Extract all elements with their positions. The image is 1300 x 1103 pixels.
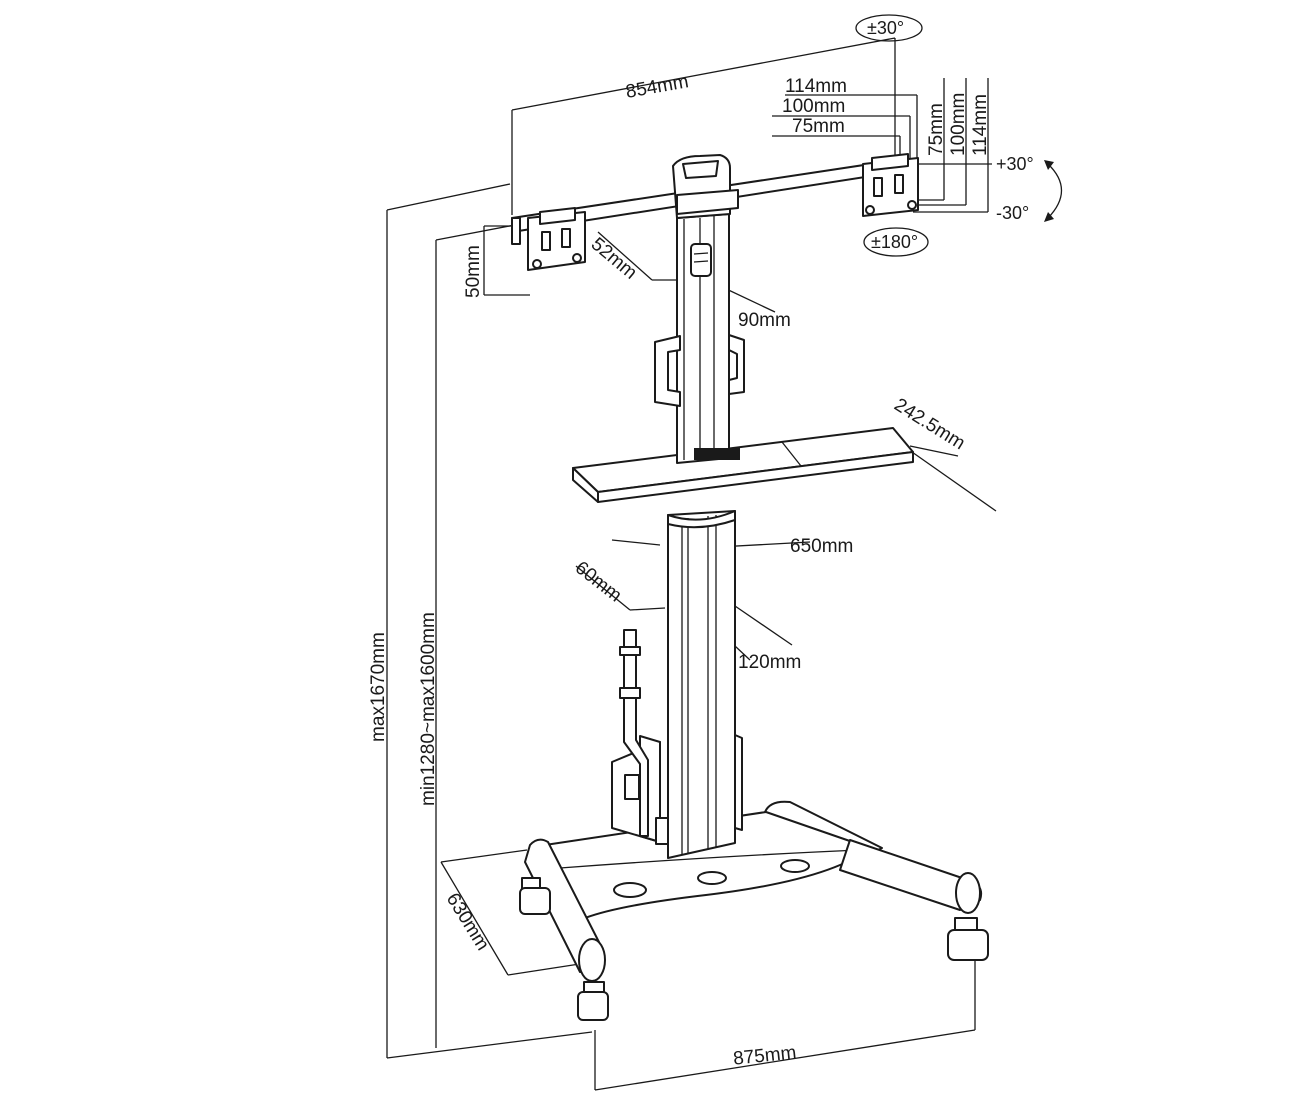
label-bar-width: 854mm [624, 71, 690, 103]
angle-indicators [855, 14, 1062, 257]
upper-pole [654, 213, 745, 464]
label-vesa-114-h: 114mm [785, 76, 847, 97]
label-vesa-114-v: 114mm [970, 94, 991, 156]
label-lower-pole-depth: 60mm [571, 557, 626, 606]
label-tilt-down: -30° [996, 203, 1029, 223]
label-vesa-100-h: 100mm [782, 96, 845, 117]
label-upper-pole-depth: 52mm [587, 234, 641, 284]
label-vesa-100-v: 100mm [948, 93, 969, 156]
label-base-depth: 630mm [442, 890, 493, 955]
label-tilt-up: +30° [996, 154, 1034, 174]
right-vesa-plate [862, 153, 919, 217]
label-bracket-offset: 50mm [463, 245, 484, 298]
label-adjust-height: min1280~max1600mm [418, 612, 439, 806]
angle-labels: ±30° +30° -30° ±180° [867, 18, 1034, 252]
label-shelf-width: 650mm [790, 536, 853, 557]
base [519, 800, 989, 1021]
label-vesa-75-h: 75mm [792, 116, 845, 137]
label-base-width: 875mm [732, 1042, 797, 1070]
label-vesa-75-v: 75mm [926, 103, 947, 156]
label-upper-pole-width: 90mm [738, 310, 791, 331]
left-vesa-plate [527, 207, 586, 271]
lower-pole [667, 510, 736, 859]
label-swivel: ±30° [867, 18, 904, 38]
label-rotation: ±180° [871, 232, 918, 252]
label-lower-pole-width: 120mm [738, 652, 801, 673]
label-total-height: max1670mm [368, 632, 389, 742]
keyboard-shelf [572, 427, 914, 503]
